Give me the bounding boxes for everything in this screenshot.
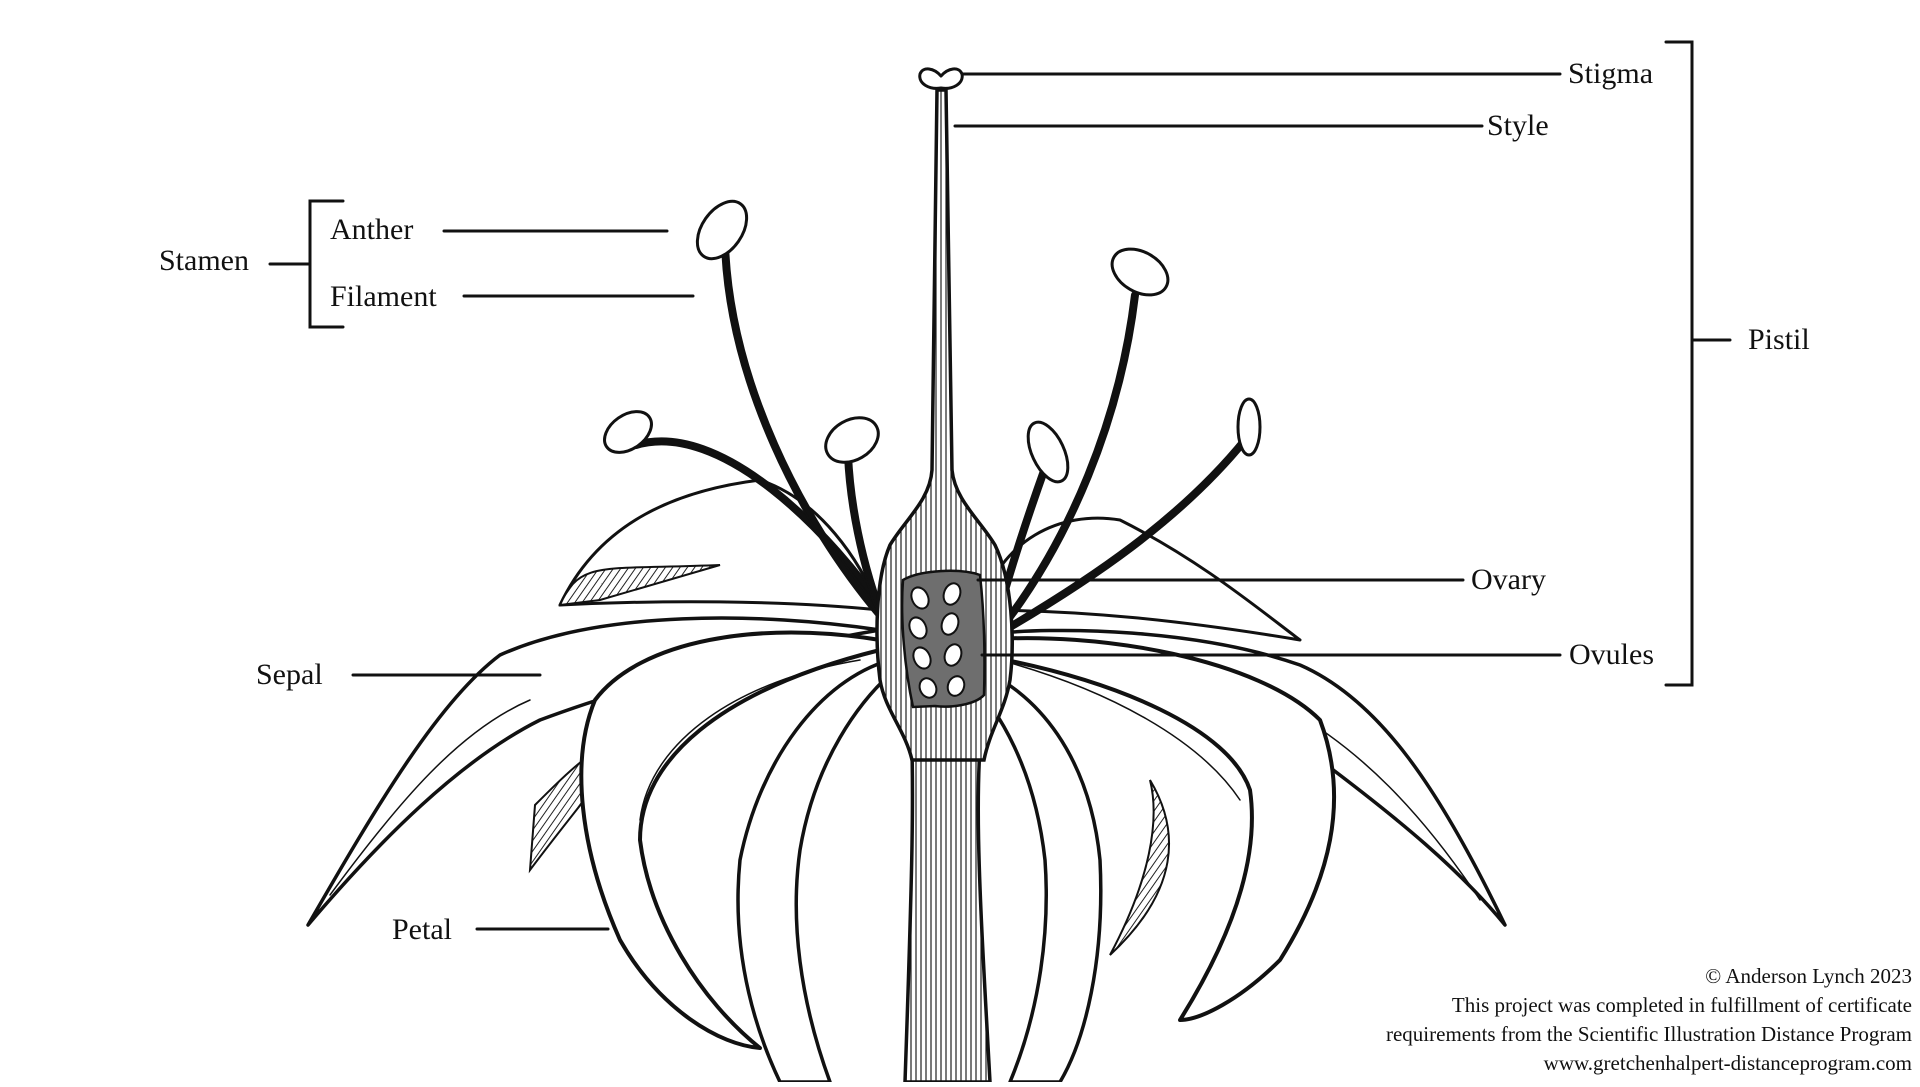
ovary-chamber bbox=[900, 569, 986, 709]
label-stigma: Stigma bbox=[1568, 57, 1653, 90]
credit-copyright: © Anderson Lynch 2023 bbox=[1705, 964, 1912, 988]
stamens bbox=[603, 199, 1262, 634]
label-ovules: Ovules bbox=[1569, 638, 1654, 671]
labels: Stigma Style Pistil Stamen Anther Filame… bbox=[159, 57, 1810, 946]
petal-left bbox=[579, 630, 882, 1050]
label-pistil: Pistil bbox=[1748, 323, 1810, 356]
leader-lines bbox=[268, 40, 1732, 931]
stamen-4 bbox=[991, 420, 1070, 629]
pistil-structure bbox=[875, 67, 1014, 762]
credit-url: www.gretchenhalpert-distanceprogram.com bbox=[1544, 1051, 1912, 1075]
pistil-bracket bbox=[1664, 40, 1732, 687]
credit-line-3: requirements from the Scientific Illustr… bbox=[1386, 1022, 1912, 1046]
label-stamen: Stamen bbox=[159, 244, 249, 277]
stamen-2 bbox=[695, 199, 884, 619]
label-filament: Filament bbox=[330, 280, 437, 313]
label-anther: Anther bbox=[330, 213, 413, 246]
stamen-6 bbox=[1001, 397, 1262, 634]
stamen-1 bbox=[603, 410, 894, 624]
ovules bbox=[908, 582, 966, 699]
stamen-5 bbox=[996, 247, 1170, 634]
flower-illustration bbox=[306, 67, 1507, 1084]
label-sepal: Sepal bbox=[256, 658, 323, 691]
stamen-bracket bbox=[268, 199, 345, 329]
stigma-tip bbox=[918, 67, 964, 90]
petal-left-inner bbox=[736, 658, 897, 1084]
petal-right bbox=[978, 636, 1337, 1022]
credits-block: © Anderson Lynch 2023 This project was c… bbox=[1386, 964, 1912, 1075]
label-ovary: Ovary bbox=[1471, 563, 1546, 596]
label-style: Style bbox=[1487, 109, 1549, 142]
label-petal: Petal bbox=[392, 913, 452, 946]
credit-line-2: This project was completed in fulfillmen… bbox=[1452, 993, 1912, 1017]
